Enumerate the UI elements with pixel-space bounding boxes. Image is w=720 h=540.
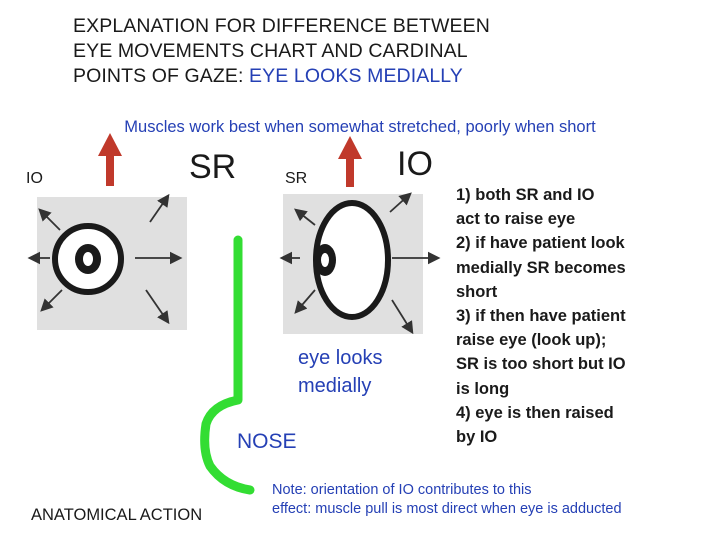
right-elevation-arrow (338, 136, 362, 187)
note-line: SR is too short but IO (456, 355, 626, 374)
left-io-label: IO (26, 170, 43, 187)
right-eye-diagram (279, 192, 441, 335)
note-line: 4) eye is then raised (456, 403, 614, 422)
title-line-3-prefix: POINTS OF GAZE: (73, 65, 250, 87)
bottom-note-line-1: Note: orientation of IO contributes to t… (272, 482, 532, 498)
eye-caption: eye looks medially (298, 344, 383, 400)
title-line-1: EXPLANATION FOR DIFFERENCE BETWEEN (73, 15, 490, 37)
note-line: medially SR becomes (456, 258, 626, 277)
left-elevation-arrow (98, 133, 122, 186)
anatomical-action-label: ANATOMICAL ACTION (31, 506, 203, 524)
eye-caption-line-2: medially (298, 375, 372, 397)
note-line: act to raise eye (456, 210, 576, 229)
note-line: short (456, 282, 498, 301)
left-eye-diagram (27, 193, 187, 330)
note-line: raise eye (look up); (456, 331, 607, 350)
title-line-2: EYE MOVEMENTS CHART AND CARDINAL (73, 40, 468, 62)
bottom-note-line-2: effect: muscle pull is most direct when … (272, 501, 622, 517)
right-pupil (321, 253, 329, 267)
left-sr-label: SR (189, 148, 237, 186)
page-title: EXPLANATION FOR DIFFERENCE BETWEEN EYE M… (73, 14, 633, 89)
eye-caption-line-1: eye looks (298, 347, 383, 369)
note-line: is long (456, 379, 510, 398)
note-line: 3) if then have patient (456, 307, 626, 326)
note-line: by IO (456, 428, 498, 447)
explanation-notes: 1) both SR and IO act to raise eye 2) if… (456, 183, 696, 449)
note-line: 2) if have patient look (456, 234, 625, 253)
bottom-note: Note: orientation of IO contributes to t… (272, 481, 712, 519)
left-pupil (83, 252, 93, 266)
subtitle: Muscles work best when somewhat stretche… (124, 118, 596, 136)
title-line-3: POINTS OF GAZE: EYE LOOKS MEDIALLY (73, 64, 633, 89)
right-eye-arrows (279, 192, 441, 335)
nose-outline (200, 235, 255, 495)
right-sr-label: SR (285, 170, 308, 187)
nose-label: NOSE (237, 430, 297, 453)
note-line: 1) both SR and IO (456, 186, 595, 204)
right-io-label: IO (397, 145, 433, 183)
title-highlight: EYE LOOKS MEDIALLY (249, 65, 463, 87)
left-eye-arrows (27, 193, 183, 325)
